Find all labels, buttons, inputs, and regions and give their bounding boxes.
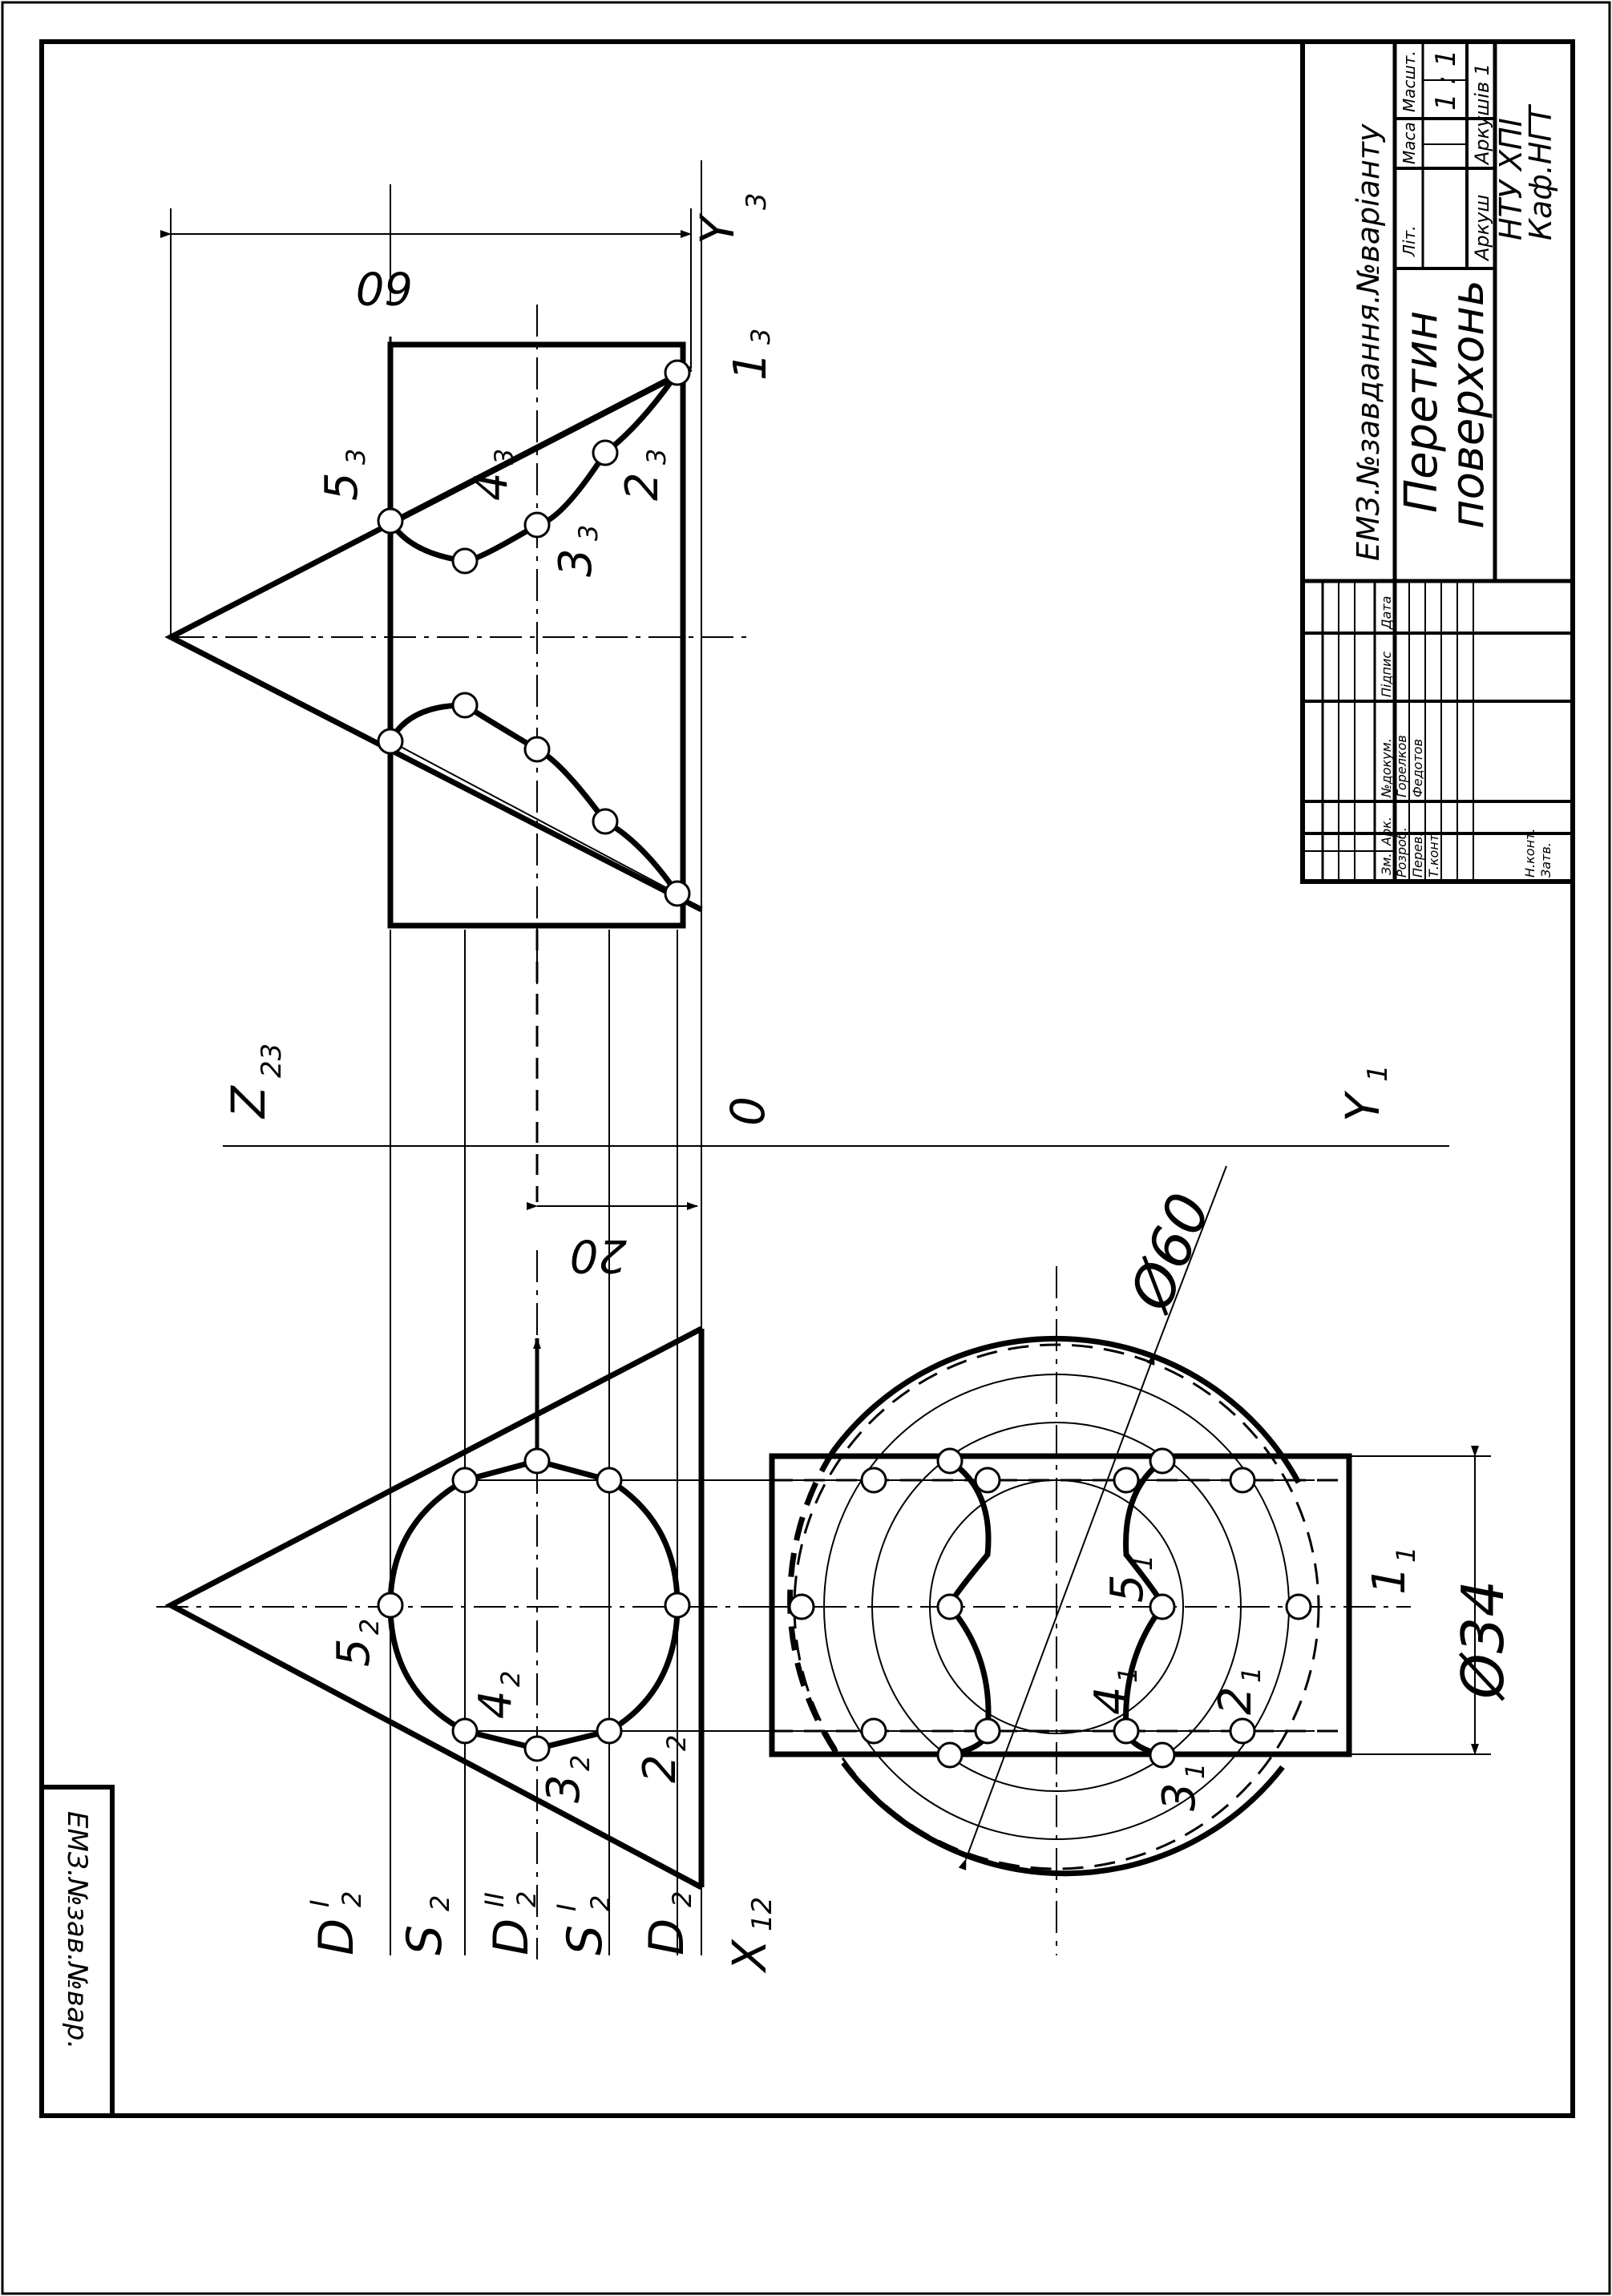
- org-line-2: Каф.НГТ: [1523, 103, 1558, 240]
- point-3-2: 3: [538, 1774, 590, 1803]
- point-1-1-sub: 1: [1391, 1547, 1421, 1563]
- label-s2-a-sub: 2: [425, 1895, 455, 1911]
- header-ark: Арк.: [1379, 817, 1394, 846]
- designation: ЕМЗ.№завдання.№варіанту: [1351, 123, 1386, 561]
- point-2-1-sub: 1: [1236, 1667, 1267, 1683]
- plan-view: Ø34 Ø60 1 1 5 1 4 1 2 1 3 1: [762, 1165, 1517, 1955]
- label-y1-sub: 1: [1362, 1064, 1394, 1082]
- point-5-1-sub: 1: [1128, 1555, 1158, 1571]
- point-4-1-sub: 1: [1113, 1667, 1143, 1683]
- dimension-20: 20: [570, 1229, 627, 1281]
- point-3-3-sub: 3: [573, 525, 604, 541]
- label-z23-sub: 23: [256, 1043, 288, 1078]
- dimension-60: 60: [356, 261, 413, 313]
- label-d2-ii-sup: II: [479, 1892, 510, 1907]
- label-s2-b: S: [557, 1925, 613, 1955]
- label-d2-i: D: [309, 1919, 365, 1955]
- row-tkont: Т.конт.: [1426, 830, 1441, 878]
- dimension-phi34: Ø34: [1449, 1580, 1517, 1701]
- label-d2-i-sub: 2: [337, 1891, 367, 1907]
- row-pereb: Перев.: [1410, 833, 1425, 878]
- label-x12-sub: 12: [746, 1897, 778, 1931]
- dimension-phi60: Ø60: [1116, 1184, 1224, 1322]
- side-view: 60 1 3 2 3 3 3 4 3 5 3: [160, 184, 777, 986]
- point-2-3: 2: [616, 472, 669, 501]
- header-doc: №докум.: [1379, 738, 1394, 798]
- point-1-3-sub: 3: [745, 329, 776, 345]
- point-3-3: 3: [550, 548, 602, 577]
- point-5-3: 5: [316, 472, 368, 501]
- label-s2-a: S: [397, 1925, 453, 1955]
- point-2-2: 2: [634, 1754, 686, 1783]
- row-rozrob: Розроб.: [1394, 827, 1409, 878]
- point-2-2-sub: 2: [661, 1735, 692, 1751]
- front-view: 20 5 2 4 2 3 2 2 2 D 2 I S 2 D 2 II S 2 …: [156, 930, 1315, 1959]
- point-2-3-sub: 3: [641, 449, 672, 465]
- col-lit: Літ.: [1400, 225, 1419, 257]
- side-stamp-text: ЕМЗ.№зав.№вар.: [61, 1811, 93, 2049]
- point-4-3: 4: [466, 472, 518, 501]
- point-4-3-sub: 3: [489, 449, 519, 465]
- row-zatb: Затв.: [1538, 842, 1553, 878]
- scale-value: 1 : 1: [1430, 50, 1462, 111]
- side-intersection-curve-bottom: [387, 702, 680, 895]
- label-y3-sub: 3: [741, 192, 773, 210]
- label-d2-ii: D: [483, 1919, 539, 1955]
- title-line-2: поверхонь: [1442, 280, 1494, 529]
- header-zm: Зм.: [1379, 853, 1394, 875]
- org-line-1: НТУ ХПІ: [1493, 118, 1529, 240]
- label-s2-b-sup: I: [551, 1904, 582, 1911]
- point-4-2: 4: [470, 1690, 522, 1719]
- row-nkont: Н.конт.: [1522, 829, 1537, 878]
- plan-base-arc-top: [831, 1335, 1302, 1484]
- label-z23: Z: [221, 1085, 276, 1120]
- header-sign: Підпис: [1379, 652, 1394, 697]
- col-scale: Масшт.: [1400, 50, 1419, 112]
- side-cylinder-outline: [387, 341, 686, 929]
- label-x12: X: [722, 1939, 777, 1974]
- name-rozrob: Горелков: [1394, 735, 1409, 797]
- point-1-1: 1: [1364, 1566, 1416, 1595]
- label-y1: Y: [1335, 1090, 1390, 1122]
- plan-base-arc-bottom: [847, 1765, 1285, 1877]
- point-3-1-sub: 1: [1180, 1763, 1210, 1779]
- side-cone-outline: [164, 365, 703, 913]
- label-d2-i-sup: I: [305, 1900, 335, 1907]
- label-y3: Y: [690, 212, 745, 244]
- point-5-2-sub: 2: [354, 1619, 385, 1635]
- drawing-frame: [39, 39, 1575, 2118]
- point-3-1: 3: [1153, 1782, 1206, 1811]
- title-line-1: Перетин: [1396, 311, 1448, 513]
- title-block: ЕМЗ.№завдання.№варіанту Перетин поверхон…: [1300, 39, 1575, 884]
- point-4-2-sub: 2: [495, 1671, 526, 1687]
- point-5-1: 5: [1101, 1574, 1153, 1603]
- projection-axes: Y 3 Z 23 0 Y 1 X 12: [221, 160, 1449, 1974]
- sheet-label: Аркуш: [1471, 195, 1493, 262]
- point-2-1: 2: [1210, 1686, 1262, 1715]
- label-zero: 0: [721, 1096, 775, 1126]
- label-d2-c-sub: 2: [667, 1891, 697, 1907]
- label-s2-b-sub: 2: [585, 1895, 616, 1911]
- front-cone-outline: [164, 1326, 703, 1890]
- point-5-2: 5: [328, 1638, 380, 1667]
- side-stamp: ЕМЗ.№зав.№вар.: [39, 1785, 115, 2118]
- point-3-2-sub: 2: [565, 1755, 596, 1771]
- point-1-3: 1: [725, 352, 777, 381]
- label-d2-ii-sub: 2: [511, 1891, 542, 1907]
- point-4-1: 4: [1085, 1686, 1137, 1715]
- header-date: Дата: [1379, 596, 1394, 630]
- point-5-3-sub: 3: [341, 449, 371, 465]
- sheets-label: Аркушів 1: [1471, 63, 1493, 166]
- name-pereb: Федотов: [1410, 739, 1425, 797]
- label-d2-c: D: [639, 1919, 695, 1955]
- col-mass: Маса: [1400, 122, 1419, 164]
